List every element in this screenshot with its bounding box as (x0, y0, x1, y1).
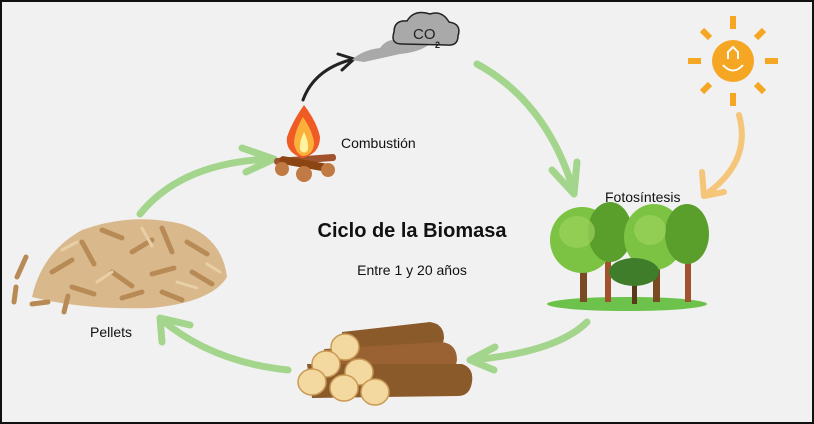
combustion-label: Combustión (341, 135, 416, 151)
photosynthesis-label: Fotosíntesis (605, 189, 681, 205)
co2-label: CO (413, 26, 436, 43)
logs-icon (297, 322, 473, 406)
co2-cloud-icon: CO 2 (352, 11, 460, 62)
arrow-trees-to-logs (466, 318, 591, 374)
diagram-subtitle: Entre 1 y 20 años (357, 262, 467, 278)
arrow-fire-to-co2 (301, 52, 357, 102)
trees-icon (547, 202, 709, 311)
pellets-label: Pellets (90, 324, 133, 340)
diagram-title: Ciclo de la Biomasa (317, 220, 507, 242)
co2-subscript: 2 (435, 40, 440, 50)
campfire-icon (274, 105, 337, 182)
arrow-pellets-to-fire (136, 144, 278, 218)
arrow-logs-to-pellets (156, 314, 292, 374)
arrow-co2-to-trees (473, 60, 581, 198)
pellets-icon (11, 219, 227, 315)
arrow-sun-to-trees (699, 112, 745, 199)
sun-icon (688, 16, 778, 106)
